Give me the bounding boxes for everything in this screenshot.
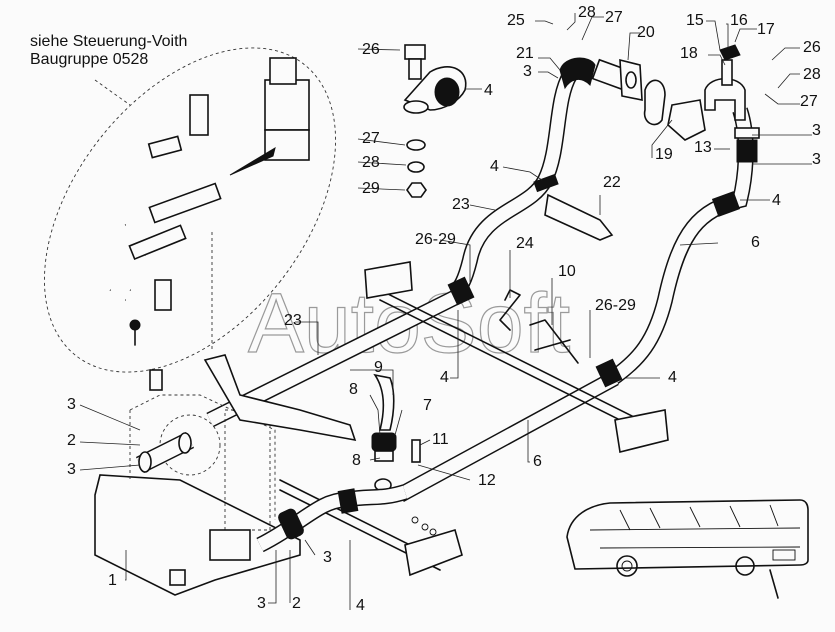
callout-3: 3 [812, 151, 821, 168]
callout-26-29: 26-29 [595, 297, 636, 314]
callout-1: 1 [108, 572, 117, 589]
callout-4: 4 [356, 597, 365, 614]
callout-21: 21 [516, 45, 534, 62]
callout-4: 4 [668, 369, 677, 386]
callout-26: 26 [803, 39, 821, 56]
callout-9: 9 [374, 359, 383, 376]
callout-3: 3 [812, 122, 821, 139]
bus-illustration [566, 499, 809, 599]
callout-23: 23 [284, 312, 302, 329]
callout-3: 3 [67, 461, 76, 478]
callout-4: 4 [772, 192, 781, 209]
callout-3: 3 [323, 549, 332, 566]
callout-25: 25 [507, 12, 525, 29]
callout-11: 11 [432, 431, 449, 448]
callout-4: 4 [484, 82, 493, 99]
callout-27: 27 [362, 130, 380, 147]
callout-3: 3 [523, 63, 532, 80]
callout-29: 29 [362, 180, 380, 197]
callout-26: 26 [362, 41, 380, 58]
callout-18: 18 [680, 45, 698, 62]
callout-23: 23 [452, 196, 470, 213]
callout-4: 4 [440, 369, 449, 386]
callout-28: 28 [578, 4, 596, 21]
note-line-2: Baugruppe 0528 [30, 51, 148, 68]
callout-2: 2 [67, 432, 76, 449]
callout-24: 24 [516, 235, 534, 252]
callout-28: 28 [803, 66, 821, 83]
callouts: 25 28 27 20 21 3 15 16 17 18 26 28 27 3 … [67, 4, 821, 614]
callout-15: 15 [686, 12, 704, 29]
callout-4: 4 [490, 158, 499, 175]
callout-22: 22 [603, 174, 621, 191]
hose-9-fitting [371, 373, 421, 492]
callout-17: 17 [757, 21, 775, 38]
note-line-1: siehe Steuerung-Voith [30, 33, 187, 50]
callout-8: 8 [352, 452, 361, 469]
callout-8: 8 [349, 381, 358, 398]
gaskets-19 [643, 79, 706, 141]
callout-19: 19 [655, 146, 673, 163]
callout-6: 6 [751, 234, 760, 251]
pipe-6-upper [605, 44, 760, 387]
callout-28: 28 [362, 154, 380, 171]
frame-pipes [206, 261, 669, 577]
callout-3: 3 [257, 595, 266, 612]
callout-7: 7 [423, 397, 432, 414]
transmission-unit [94, 354, 408, 596]
callout-12: 12 [478, 472, 496, 489]
callout-26-29: 26-29 [415, 231, 456, 248]
leader-lines [79, 13, 812, 610]
callout-2: 2 [292, 595, 301, 612]
callout-3: 3 [67, 396, 76, 413]
voith-control-group [43, 47, 337, 373]
callout-16: 16 [730, 12, 748, 29]
callout-27: 27 [605, 9, 623, 26]
callout-27: 27 [800, 93, 818, 110]
clamp-detail [403, 44, 467, 198]
callout-6: 6 [533, 453, 542, 470]
callout-13: 13 [694, 139, 712, 156]
callout-20: 20 [637, 24, 655, 41]
callout-10: 10 [558, 263, 576, 280]
